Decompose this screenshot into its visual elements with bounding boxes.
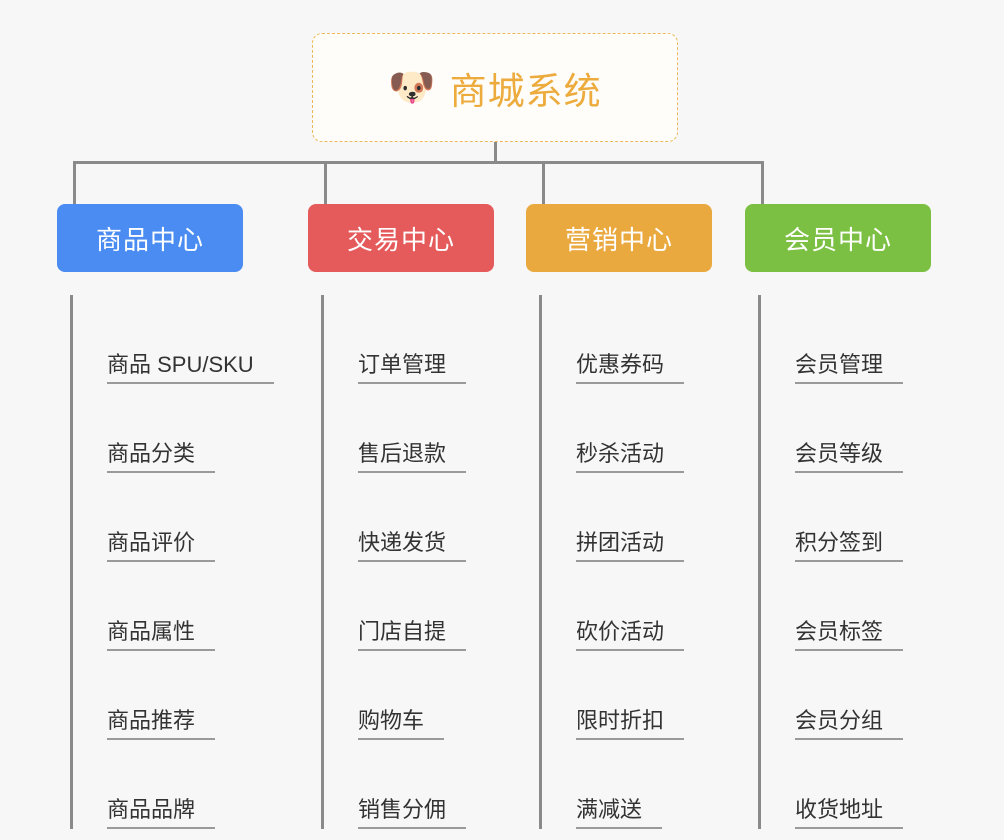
- leaf-item-label: 商品属性: [107, 619, 216, 651]
- connector-root-stem: [494, 142, 497, 164]
- connector-drop-member-center: [761, 161, 764, 204]
- leaf-item-label: 拼团活动: [576, 530, 685, 562]
- leaf-item-label: 售后退款: [358, 441, 467, 473]
- leaf-item[interactable]: 收货地址: [761, 740, 931, 829]
- branch-header-label: 交易中心: [346, 224, 455, 255]
- leaf-item-label: 门店自提: [358, 619, 467, 651]
- branch-header-label: 营销中心: [564, 224, 673, 255]
- leaf-item[interactable]: 商品 SPU/SKU: [73, 295, 274, 384]
- leaf-list-marketing-center: 优惠券码秒杀活动拼团活动砍价活动限时折扣满减送: [539, 295, 712, 829]
- leaf-item[interactable]: 拼团活动: [542, 473, 712, 562]
- leaf-item-label: 购物车: [358, 708, 445, 740]
- leaf-item[interactable]: 限时折扣: [542, 651, 712, 740]
- leaf-item[interactable]: 商品推荐: [73, 651, 243, 740]
- leaf-item[interactable]: 会员管理: [761, 295, 931, 384]
- leaf-item-label: 收货地址: [795, 797, 904, 829]
- leaf-item-label: 商品品牌: [107, 797, 216, 829]
- leaf-item[interactable]: 会员标签: [761, 562, 931, 651]
- root-title: 商城系统: [449, 70, 602, 112]
- leaf-item-label: 商品推荐: [107, 708, 216, 740]
- branch-header-member-center[interactable]: 会员中心: [745, 204, 931, 272]
- connector-drop-product-center: [73, 161, 76, 204]
- leaf-item-label: 快递发货: [358, 530, 467, 562]
- leaf-item-label: 会员管理: [795, 352, 904, 384]
- leaf-item-label: 商品 SPU/SKU: [107, 352, 274, 384]
- leaf-item[interactable]: 购物车: [324, 651, 494, 740]
- dog-face-icon: 🐶: [388, 66, 436, 109]
- leaf-item[interactable]: 会员等级: [761, 384, 931, 473]
- leaf-item[interactable]: 快递发货: [324, 473, 494, 562]
- branch-header-product-center[interactable]: 商品中心: [57, 204, 243, 272]
- leaf-item[interactable]: 秒杀活动: [542, 384, 712, 473]
- branch-marketing-center: 营销中心优惠券码秒杀活动拼团活动砍价活动限时折扣满减送: [526, 204, 712, 829]
- branch-header-label: 商品中心: [95, 224, 204, 255]
- leaf-item-label: 积分签到: [795, 530, 904, 562]
- leaf-item[interactable]: 满减送: [542, 740, 712, 829]
- leaf-item-label: 优惠券码: [576, 352, 685, 384]
- leaf-item-label: 商品评价: [107, 530, 216, 562]
- leaf-item-label: 限时折扣: [576, 708, 685, 740]
- leaf-list-member-center: 会员管理会员等级积分签到会员标签会员分组收货地址: [758, 295, 931, 829]
- leaf-item[interactable]: 售后退款: [324, 384, 494, 473]
- leaf-item[interactable]: 门店自提: [324, 562, 494, 651]
- root-node[interactable]: 🐶 商城系统: [312, 33, 678, 142]
- leaf-item-label: 订单管理: [358, 352, 467, 384]
- leaf-item[interactable]: 优惠券码: [542, 295, 712, 384]
- leaf-item[interactable]: 销售分佣: [324, 740, 494, 829]
- leaf-item[interactable]: 商品品牌: [73, 740, 243, 829]
- branch-header-marketing-center[interactable]: 营销中心: [526, 204, 712, 272]
- leaf-item[interactable]: 会员分组: [761, 651, 931, 740]
- leaf-item[interactable]: 商品属性: [73, 562, 243, 651]
- leaf-item-label: 销售分佣: [358, 797, 467, 829]
- leaf-item[interactable]: 订单管理: [324, 295, 494, 384]
- connector-drop-trade-center: [324, 161, 327, 204]
- leaf-item-label: 砍价活动: [576, 619, 685, 651]
- leaf-item[interactable]: 砍价活动: [542, 562, 712, 651]
- leaf-item-label: 商品分类: [107, 441, 216, 473]
- leaf-item-label: 满减送: [576, 797, 663, 829]
- leaf-item[interactable]: 商品评价: [73, 473, 243, 562]
- leaf-item[interactable]: 商品分类: [73, 384, 243, 473]
- connector-drop-marketing-center: [542, 161, 545, 204]
- leaf-item-label: 会员等级: [795, 441, 904, 473]
- branch-trade-center: 交易中心订单管理售后退款快递发货门店自提购物车销售分佣: [308, 204, 494, 829]
- branch-header-label: 会员中心: [783, 224, 892, 255]
- branch-product-center: 商品中心商品 SPU/SKU 商品分类商品评价商品属性商品推荐商品品牌: [57, 204, 274, 829]
- leaf-item[interactable]: 积分签到: [761, 473, 931, 562]
- branch-member-center: 会员中心会员管理会员等级积分签到会员标签会员分组收货地址: [745, 204, 931, 829]
- branch-header-trade-center[interactable]: 交易中心: [308, 204, 494, 272]
- leaf-item-label: 秒杀活动: [576, 441, 685, 473]
- leaf-item-label: 会员分组: [795, 708, 904, 740]
- connector-horizontal-bar: [73, 161, 764, 164]
- leaf-list-trade-center: 订单管理售后退款快递发货门店自提购物车销售分佣: [321, 295, 494, 829]
- leaf-list-product-center: 商品 SPU/SKU 商品分类商品评价商品属性商品推荐商品品牌: [70, 295, 274, 829]
- leaf-item-label: 会员标签: [795, 619, 904, 651]
